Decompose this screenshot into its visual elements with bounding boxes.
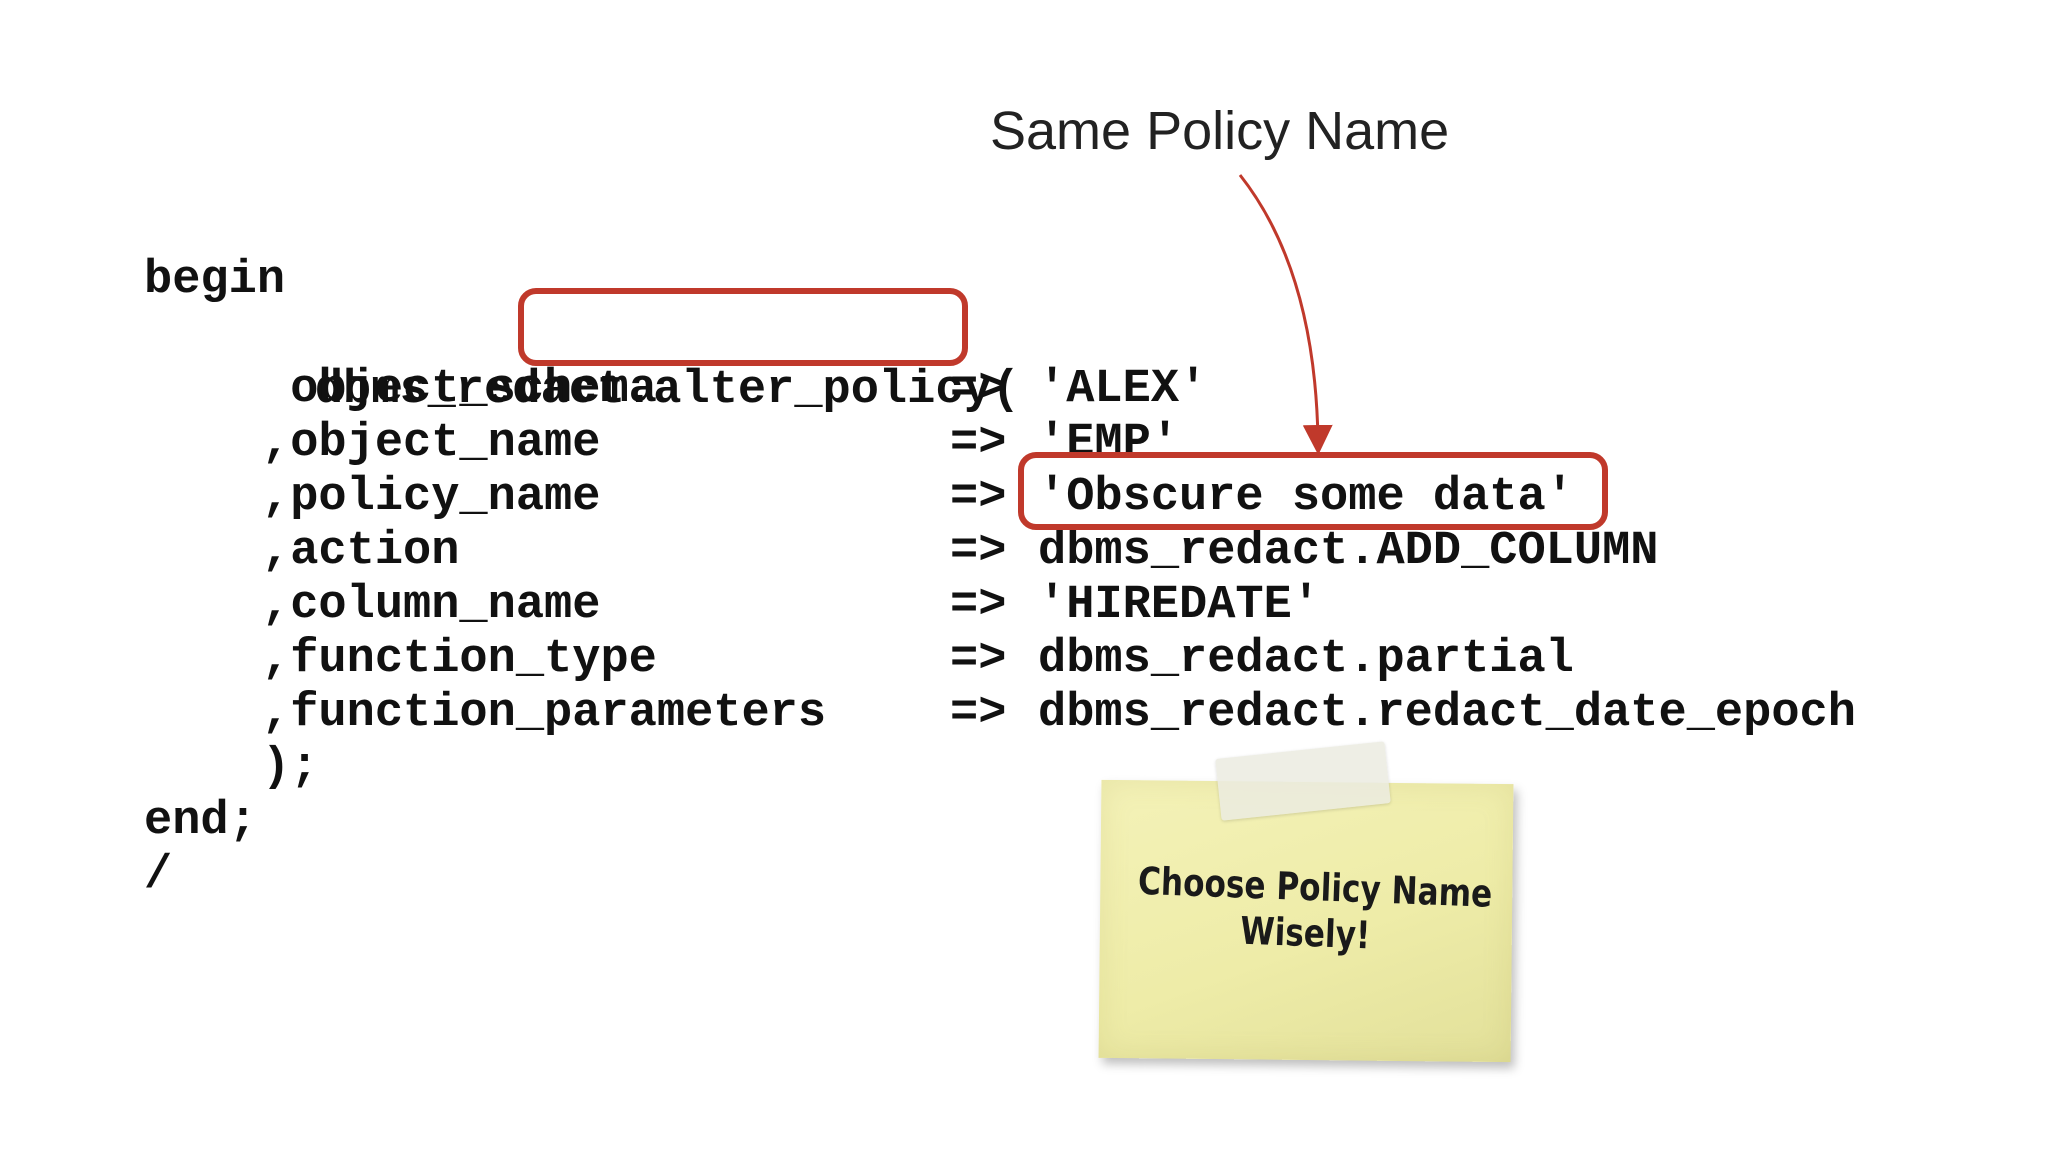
alter-policy-highlight <box>518 288 968 366</box>
param-arrow: => <box>950 525 1007 578</box>
param-arrow: => <box>950 363 1007 416</box>
code-call-prefix: dbms_redact <box>314 364 626 417</box>
code-begin: begin <box>144 254 286 307</box>
param-value: dbms_redact.ADD_COLUMN <box>1038 525 1659 578</box>
code-call-method: .alter_policy( <box>625 364 1020 417</box>
param-arrow: => <box>950 471 1007 524</box>
param-row: ,function_parameters <box>262 687 827 740</box>
param-value: dbms_redact.partial <box>1038 633 1574 686</box>
param-row: object_schema <box>262 363 657 416</box>
param-value: 'ALEX' <box>1038 363 1208 416</box>
code-slash: / <box>144 849 173 902</box>
code-end: end; <box>144 795 257 848</box>
code-close-call: ); <box>262 741 319 794</box>
sticky-note-text: Choose Policy Name Wisely! <box>1136 858 1493 962</box>
param-value: 'HIREDATE' <box>1038 579 1321 632</box>
param-row: ,column_name <box>262 579 601 632</box>
param-arrow: => <box>950 687 1007 740</box>
param-value: 'EMP' <box>1038 417 1180 470</box>
param-value: dbms_redact.redact_date_epoch <box>1038 687 1856 740</box>
param-arrow: => <box>950 633 1007 686</box>
param-row: ,object_name <box>262 417 601 470</box>
param-row: ,action <box>262 525 460 578</box>
policy-name-highlight <box>1018 452 1608 530</box>
callout-title: Same Policy Name <box>990 101 1450 161</box>
param-row: ,function_type <box>262 633 657 686</box>
param-value: 'Obscure some data' <box>1038 471 1574 524</box>
param-arrow: => <box>950 579 1007 632</box>
param-arrow: => <box>950 417 1007 470</box>
code-call-line: dbms_redact.alter_policy( <box>202 307 1020 475</box>
param-row: ,policy_name <box>262 471 601 524</box>
sticky-note: Choose Policy Name Wisely! <box>1098 779 1514 1063</box>
